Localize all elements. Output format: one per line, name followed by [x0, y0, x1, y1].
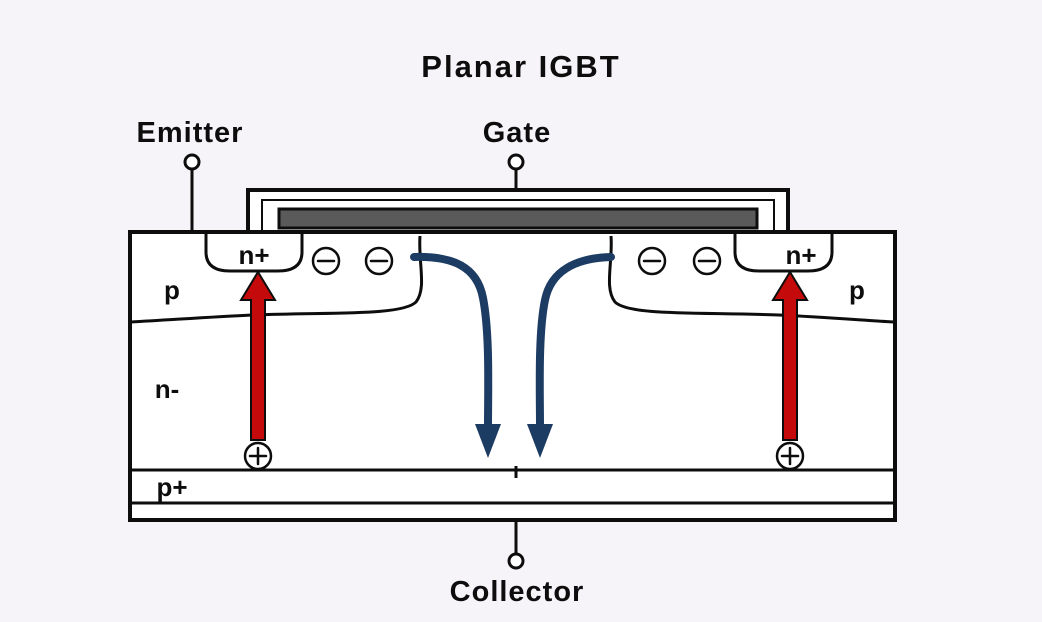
- emitter-label: Emitter: [137, 117, 244, 149]
- collector-label: Collector: [450, 576, 585, 608]
- hole-current-arrow-left: [239, 270, 277, 441]
- electron-current-path-right: [535, 253, 615, 430]
- diagram-title: Planar IGBT: [421, 49, 620, 84]
- n-plus-right-region: [733, 234, 834, 273]
- n-plus-left-region: [204, 234, 304, 273]
- hole-symbol-icon-right: [775, 441, 805, 471]
- region-label-p-left: p: [164, 275, 180, 305]
- p-well-right-boundary: [607, 235, 895, 324]
- emitter-pin: [183, 153, 201, 171]
- region-label-n-minus: n-: [155, 374, 180, 404]
- region-label-n-plus-left: n+: [238, 240, 269, 270]
- region-label-p-plus: p+: [156, 472, 187, 502]
- device-body: [128, 230, 897, 522]
- electron-symbol-icon-2: [364, 246, 394, 276]
- electron-symbol-icon-1: [311, 246, 341, 276]
- gate-electrode: [277, 207, 759, 230]
- p-well-left-boundary: [130, 235, 424, 324]
- electron-symbol-icon-3: [637, 246, 667, 276]
- electron-arrowhead-left: [475, 424, 501, 458]
- electron-arrowhead-right: [527, 424, 553, 458]
- electron-symbol-icon-4: [692, 246, 722, 276]
- electron-current-path-left: [410, 252, 493, 430]
- hole-symbol-icon-left: [243, 441, 273, 471]
- collector-pin: [507, 552, 525, 570]
- hole-current-arrow-right: [771, 270, 809, 441]
- gate-pin: [507, 153, 525, 171]
- region-label-n-plus-right: n+: [785, 240, 816, 270]
- region-label-p-right: p: [849, 275, 865, 305]
- gate-label: Gate: [483, 117, 551, 149]
